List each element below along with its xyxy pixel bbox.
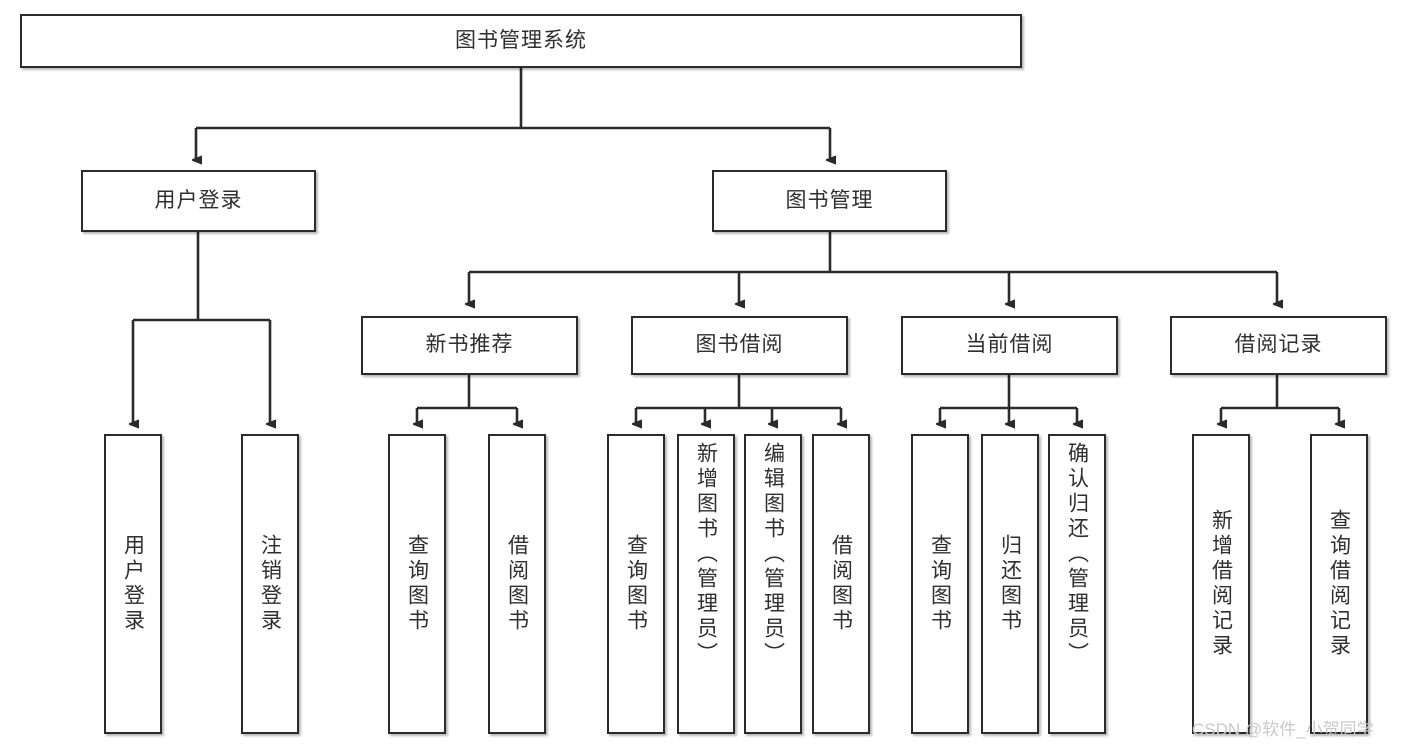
node-root-system[interactable]: 图书管理系统: [20, 14, 1022, 68]
node-leaf-edit-book-admin[interactable]: 编辑图书（管理员）: [744, 434, 802, 734]
node-label: 查询图书: [624, 534, 648, 634]
vertical-text-wrap: 借阅图书: [505, 436, 529, 732]
vertical-text-wrap: 注销登录: [258, 436, 282, 732]
node-label: 新增图书（管理员）: [694, 442, 718, 667]
node-new-book-recommend[interactable]: 新书推荐: [361, 316, 578, 375]
node-label: 用户登录: [121, 534, 145, 634]
node-leaf-borrow-book[interactable]: 借阅图书: [812, 434, 870, 734]
node-label: 图书管理: [785, 188, 874, 212]
node-leaf-query-borrow-record[interactable]: 查询借阅记录: [1310, 434, 1368, 734]
node-label: 用户登录: [154, 188, 243, 212]
node-leaf-borrow-book-recommend[interactable]: 借阅图书: [488, 434, 546, 734]
node-label: 借阅图书: [829, 534, 853, 634]
node-leaf-confirm-return-admin[interactable]: 确认归还（管理员）: [1048, 434, 1106, 734]
vertical-text-wrap: 归还图书: [998, 436, 1022, 732]
vertical-text-wrap: 用户登录: [121, 436, 145, 732]
watermark-text: CSDN @软件_小贺同学: [1192, 720, 1374, 739]
node-label: 查询图书: [928, 534, 952, 634]
vertical-text-wrap: 借阅图书: [829, 436, 853, 732]
node-book-borrow[interactable]: 图书借阅: [631, 316, 848, 375]
node-label: 编辑图书（管理员）: [761, 442, 785, 667]
node-leaf-query-book-current[interactable]: 查询图书: [911, 434, 969, 734]
node-leaf-query-book-borrow[interactable]: 查询图书: [607, 434, 665, 734]
node-label: 图书管理系统: [455, 28, 587, 52]
node-label: 图书借阅: [695, 333, 784, 357]
node-label: 新增借阅记录: [1209, 509, 1233, 659]
vertical-text-wrap: 查询图书: [405, 436, 429, 732]
node-leaf-add-book-admin[interactable]: 新增图书（管理员）: [677, 434, 735, 734]
node-leaf-add-borrow-record[interactable]: 新增借阅记录: [1192, 434, 1250, 734]
node-leaf-return-book[interactable]: 归还图书: [981, 434, 1039, 734]
node-current-borrow[interactable]: 当前借阅: [901, 316, 1118, 375]
node-user-login[interactable]: 用户登录: [81, 170, 316, 232]
node-label: 借阅图书: [505, 534, 529, 634]
vertical-text-wrap: 新增借阅记录: [1209, 436, 1233, 732]
node-label: 新书推荐: [425, 333, 514, 357]
vertical-text-wrap: 查询借阅记录: [1327, 436, 1351, 732]
vertical-text-wrap: 编辑图书（管理员）: [761, 436, 785, 738]
node-label: 注销登录: [258, 534, 282, 634]
vertical-text-wrap: 查询图书: [928, 436, 952, 732]
vertical-text-wrap: 确认归还（管理员）: [1065, 436, 1089, 738]
node-leaf-query-book-recommend[interactable]: 查询图书: [388, 434, 446, 734]
node-leaf-logout[interactable]: 注销登录: [241, 434, 299, 734]
node-book-management[interactable]: 图书管理: [712, 170, 947, 232]
vertical-text-wrap: 查询图书: [624, 436, 648, 732]
node-label: 当前借阅: [965, 333, 1054, 357]
node-label: 归还图书: [998, 534, 1022, 634]
node-leaf-user-login[interactable]: 用户登录: [104, 434, 162, 734]
node-label: 确认归还（管理员）: [1065, 442, 1089, 667]
node-borrow-records[interactable]: 借阅记录: [1170, 316, 1387, 375]
node-label: 借阅记录: [1234, 333, 1323, 357]
node-label: 查询图书: [405, 534, 429, 634]
vertical-text-wrap: 新增图书（管理员）: [694, 436, 718, 738]
node-label: 查询借阅记录: [1327, 509, 1351, 659]
